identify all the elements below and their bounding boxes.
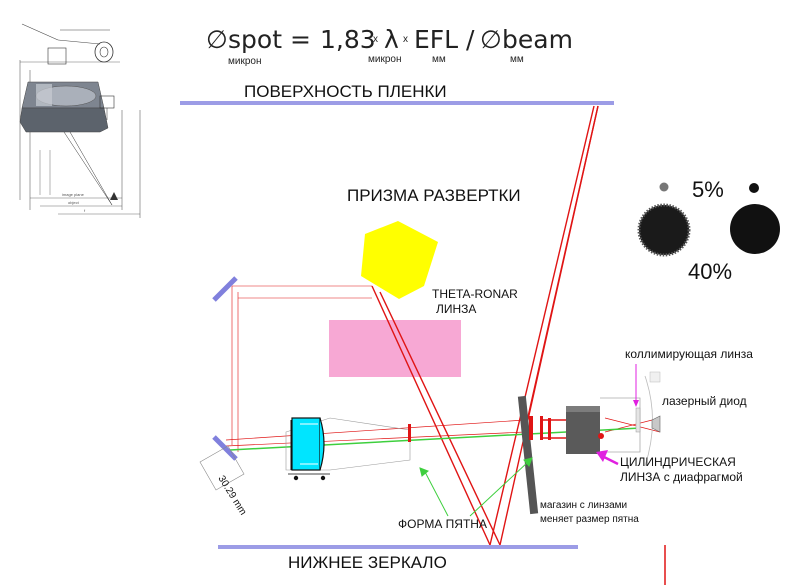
formula-efl: EFL [414, 25, 458, 54]
cylindrical-lens-red [529, 416, 568, 440]
large-spot-soft [637, 203, 691, 257]
film-surface-label: ПОВЕРХНОСТЬ ПЛЕНКИ [244, 82, 447, 101]
large-spot-sharp [730, 204, 780, 254]
formula-coefficient: 1,83 [320, 25, 376, 54]
lens-housing-outline [285, 417, 411, 471]
formula-times-1: x [373, 34, 378, 45]
laser-diode-label: лазерный диод [662, 394, 747, 408]
scan-prism-label: ПРИЗМА РАЗВЕРТКИ [347, 186, 521, 205]
formula-sub-lambda: микрон [368, 54, 401, 65]
svg-text:object: object [68, 200, 80, 205]
formula-times-2: x [403, 34, 408, 45]
diameter-symbol-2: ∅ [480, 25, 502, 54]
svg-text:f: f [84, 208, 86, 213]
formula-sub-beam: мм [510, 54, 524, 65]
svg-text:image plane: image plane [62, 192, 85, 197]
bottom-mirror-line [218, 545, 578, 549]
cylindrical-lens-body [566, 406, 604, 454]
theta-ronar-lens [329, 320, 461, 377]
formula-beam: beam [502, 25, 573, 54]
inset-lens-drawing: image plane object f [12, 14, 152, 230]
cyan-focusing-lens [288, 417, 330, 481]
formula-sub-efl: мм [432, 54, 446, 65]
cyl-lens-label-1: ЦИЛИНДРИЧЕСКАЯ [620, 455, 736, 469]
lens-magazine-plate [517, 395, 539, 515]
cyl-lens-label-2: ЛИНЗА с диафрагмой [620, 470, 743, 484]
small-spot-soft [659, 182, 669, 192]
upper-fold-mirror [212, 276, 238, 302]
formula-spot: spot [228, 25, 282, 54]
scan-prism [361, 221, 438, 299]
spot-size-examples: 5% 40% [637, 177, 780, 284]
bottom-mirror-label: НИЖНЕЕ ЗЕРКАЛО [288, 553, 447, 572]
small-spot-sharp [749, 183, 759, 193]
lens-name-line1: THETA-RONAR [432, 287, 518, 301]
dimension-label: 30.29 mm [215, 474, 248, 518]
formula-lambda: λ [384, 25, 399, 54]
formula-sub-spot: микрон [228, 56, 261, 67]
formula-equals: = [290, 25, 311, 54]
spot-shape-arrows [419, 457, 533, 517]
dimension-callout: 30.29 mm [199, 445, 248, 518]
lens-name-line2: ЛИНЗА [436, 302, 476, 316]
spot-shape-label: ФОРМА ПЯТНА [398, 517, 487, 531]
red-beam-paths [225, 105, 666, 585]
laser-diode-assembly [600, 371, 661, 467]
film-surface-line [180, 101, 614, 105]
slit-marker [408, 424, 411, 442]
magazine-label-1: магазин с линзами [540, 500, 627, 511]
percent-40-label: 40% [688, 259, 732, 284]
formula-slash: / [466, 25, 475, 54]
spot-size-formula: ∅ spot = 1,83 x λ x EFL / ∅ beam микрон … [206, 25, 573, 67]
collimating-lens-label: коллимирующая линза [625, 347, 753, 361]
percent-5-label: 5% [692, 177, 724, 202]
diameter-symbol: ∅ [206, 25, 228, 54]
magazine-label-2: меняет размер пятна [540, 514, 639, 525]
